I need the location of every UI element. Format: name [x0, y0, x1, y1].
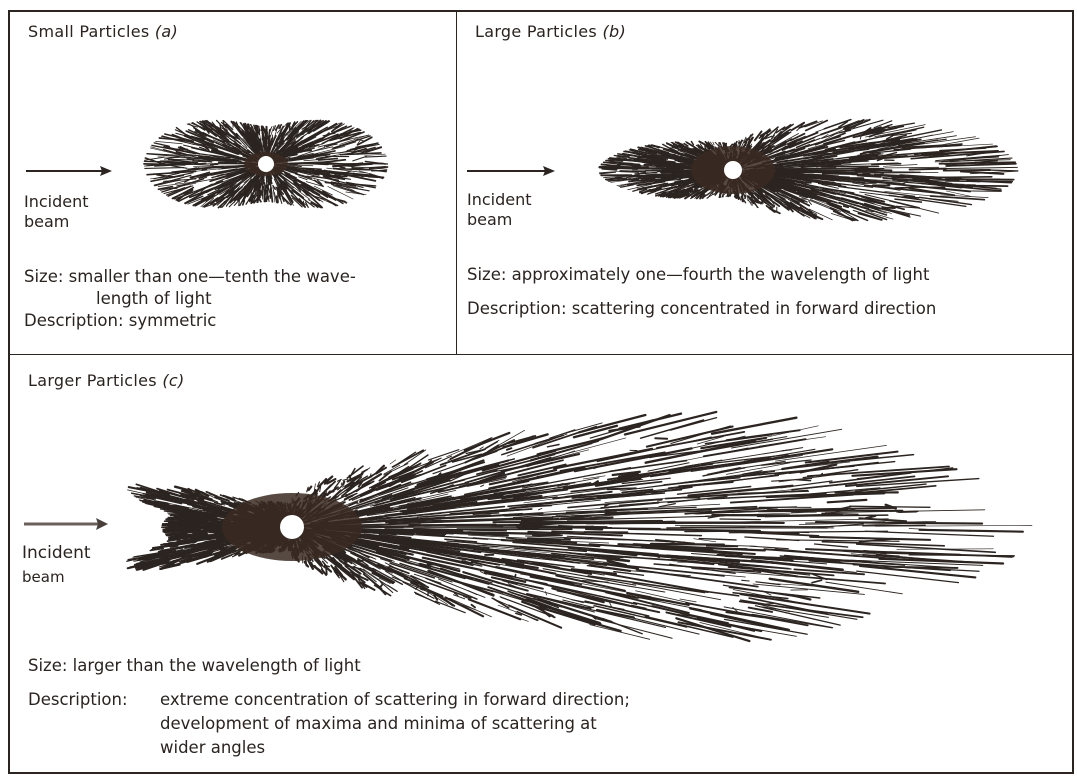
panel-a-size-line2: length of light	[96, 288, 212, 309]
panel-larger-particles: Larger Particles (c) Incident beam Size:…	[8, 354, 1074, 774]
particle-dot	[258, 156, 274, 172]
panel-c-size: Size: larger than the wavelength of ligh…	[28, 655, 361, 676]
scatter-hatching	[127, 412, 1032, 641]
panel-small-particles: Small Particles (a) Incident beam Size: …	[8, 10, 458, 356]
scattering-pattern-symmetric	[10, 12, 460, 358]
panel-a-size-line1: Size: smaller than one—tenth the wave-	[24, 266, 356, 287]
panel-b-size: Size: approximately one—fourth the wavel…	[467, 264, 929, 285]
panel-c-description-line1: extreme concentration of scattering in f…	[160, 689, 630, 710]
panel-c-description-line2: development of maxima and minima of scat…	[160, 713, 597, 734]
panel-c-description-line3: wider angles	[160, 737, 265, 758]
particle-dot	[724, 161, 742, 179]
scattering-pattern-extreme-forward	[10, 355, 1076, 775]
scatter-hatching	[599, 120, 1018, 221]
scatter-hatching	[144, 120, 388, 207]
panel-c-description-label: Description:	[28, 689, 128, 710]
panel-b-description: Description: scattering concentrated in …	[467, 298, 936, 319]
panel-large-particles: Large Particles (b) Incident beam Size: …	[456, 10, 1074, 356]
panel-a-description: Description: symmetric	[24, 310, 216, 331]
particle-dot	[280, 515, 304, 539]
